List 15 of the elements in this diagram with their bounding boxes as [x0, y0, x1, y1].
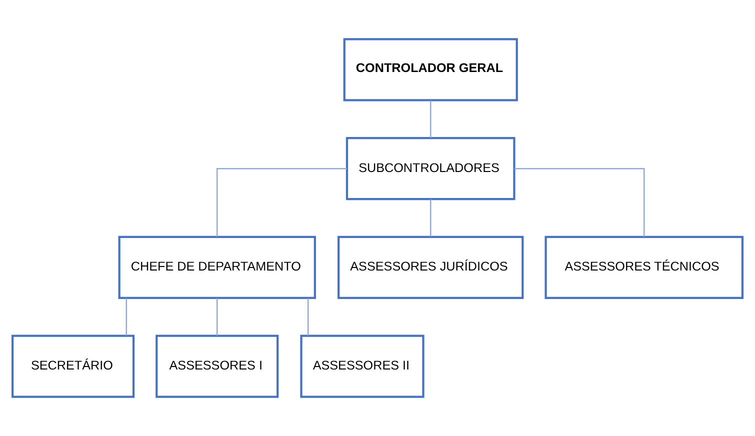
- node-box: ASSESSORES II: [300, 334, 424, 398]
- node-box: SUBCONTROLADORES: [346, 137, 516, 200]
- node-box: ASSESSORES I: [156, 334, 279, 398]
- connector: [126, 298, 128, 336]
- connector: [430, 100, 432, 138]
- node-box: CONTROLADOR GERAL: [343, 38, 518, 102]
- connector: [514, 168, 645, 237]
- node-box: SECRETÁRIO: [12, 334, 135, 398]
- node-box: ASSESSORES TÉCNICOS: [544, 236, 744, 299]
- connector: [216, 168, 347, 237]
- node-box: CHEFE DE DEPARTAMENTO: [118, 236, 316, 299]
- connector: [430, 199, 432, 237]
- node-box: ASSESSORES JURÍDICOS: [338, 236, 524, 299]
- connector: [216, 298, 218, 336]
- connector: [307, 298, 309, 336]
